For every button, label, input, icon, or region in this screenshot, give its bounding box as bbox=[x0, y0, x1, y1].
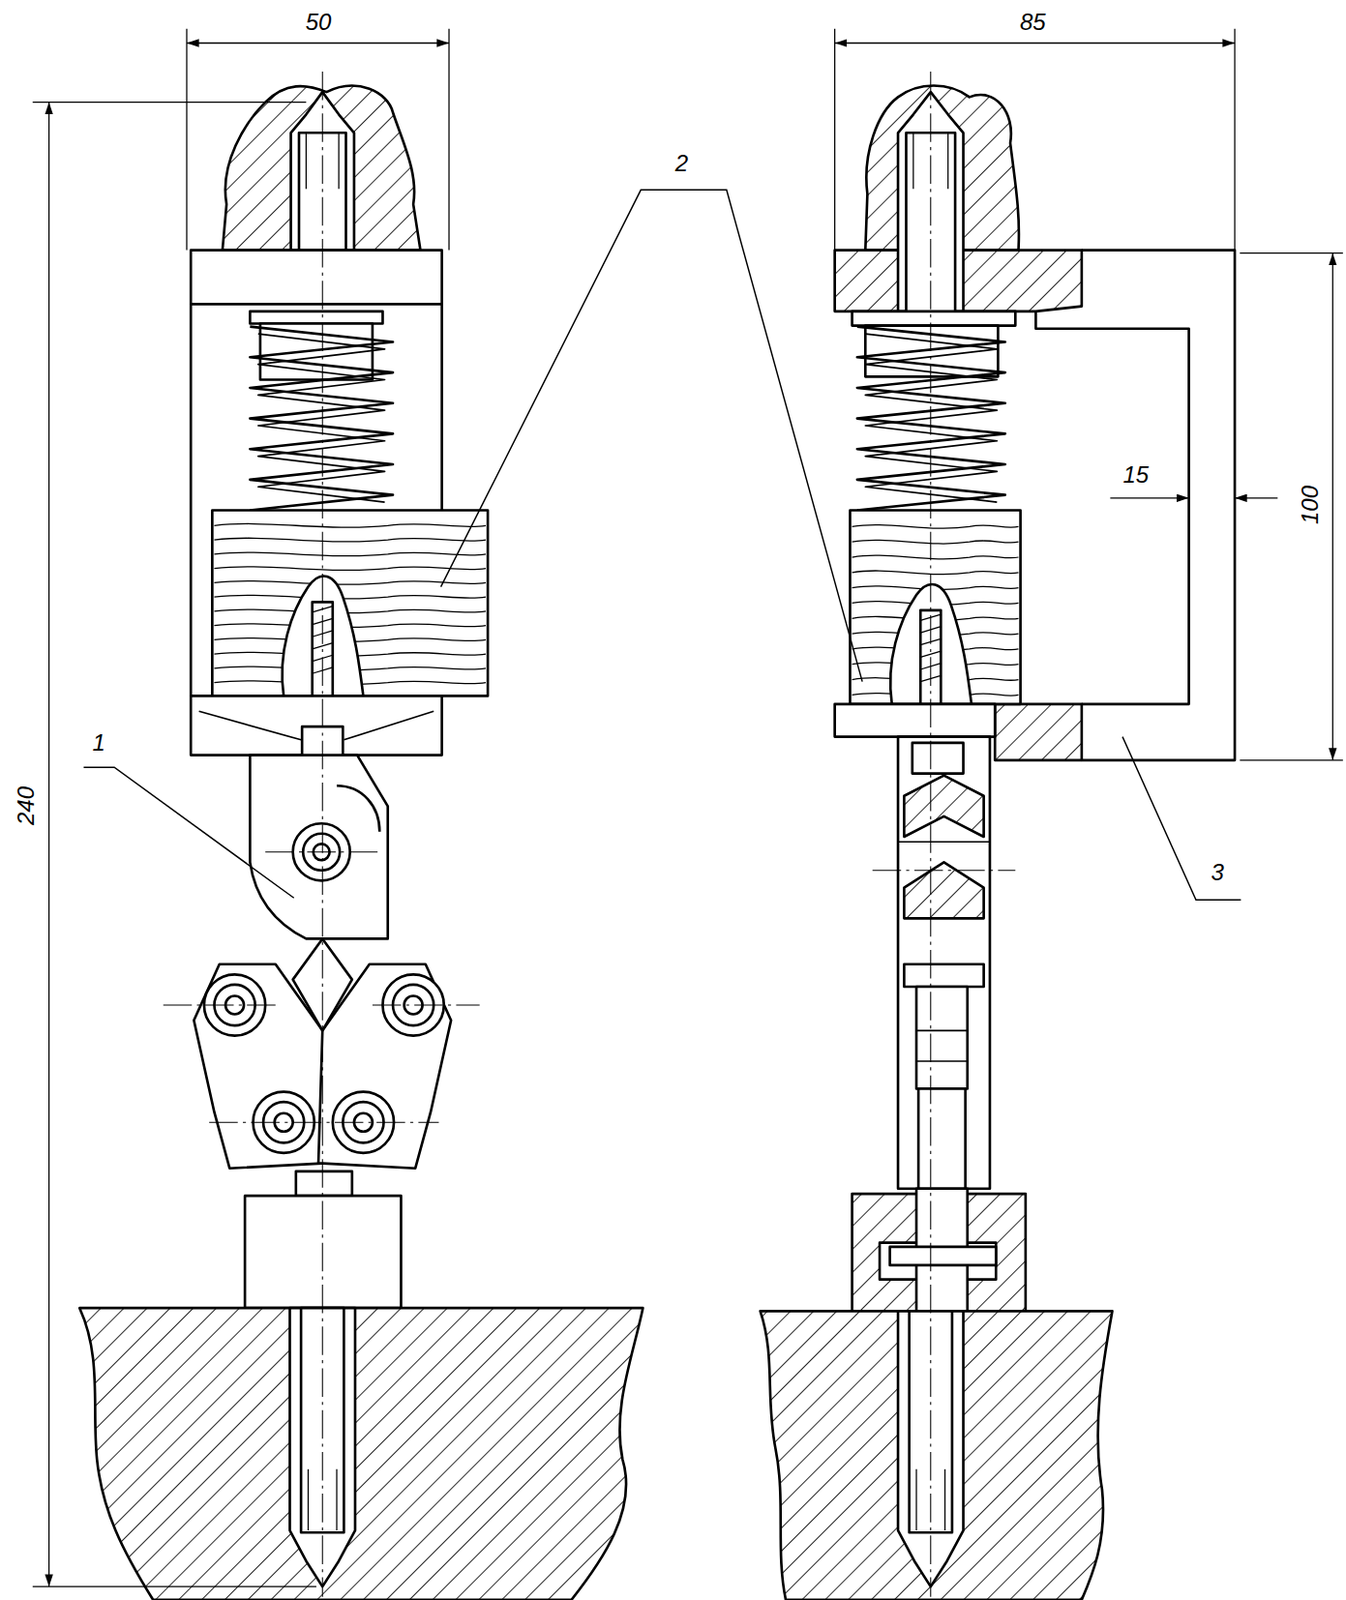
wood-block bbox=[849, 509, 1020, 704]
leader-lines bbox=[441, 189, 864, 682]
center-lines bbox=[929, 71, 931, 1598]
base-plate bbox=[835, 704, 996, 738]
right-view bbox=[897, 840, 990, 843]
wood-grain bbox=[213, 523, 486, 528]
shaft bbox=[918, 1088, 966, 1189]
left-view bbox=[337, 132, 339, 189]
wood-grain bbox=[852, 525, 1019, 530]
clamp-slot bbox=[336, 785, 380, 832]
wood-grain bbox=[213, 567, 486, 571]
top-plate bbox=[190, 250, 442, 305]
bottom-arm-section bbox=[994, 704, 1082, 761]
right-view bbox=[760, 86, 1235, 1600]
neck bbox=[296, 1171, 353, 1197]
wood-block bbox=[211, 509, 488, 696]
dimension-lines bbox=[1234, 497, 1278, 499]
right-view bbox=[912, 132, 914, 189]
wood-grain bbox=[852, 555, 1019, 560]
shaft-head bbox=[890, 1247, 997, 1266]
right-view bbox=[916, 1029, 968, 1032]
right-view bbox=[915, 1469, 917, 1531]
right-view bbox=[947, 132, 949, 189]
pin-side bbox=[903, 964, 984, 988]
dimension-lines bbox=[448, 29, 449, 251]
dimension-lines bbox=[1109, 497, 1189, 499]
callout-number: 2 bbox=[675, 151, 688, 176]
dimension-lines bbox=[1239, 252, 1344, 254]
leader-lines bbox=[83, 189, 1241, 900]
dimension-label: 85 bbox=[1019, 10, 1047, 34]
dimension-label: 240 bbox=[14, 786, 38, 826]
clamp-side bbox=[897, 737, 990, 1190]
left-view bbox=[199, 711, 301, 741]
left-view bbox=[305, 132, 307, 189]
upper-body-section bbox=[222, 86, 421, 251]
dimension-lines bbox=[834, 29, 836, 251]
wood-grain bbox=[213, 581, 486, 586]
clamp-body bbox=[249, 755, 388, 940]
center-lines bbox=[872, 869, 1017, 871]
screw-head bbox=[912, 743, 964, 775]
right-view bbox=[916, 1060, 968, 1063]
center-lines bbox=[163, 1004, 276, 1006]
dimension-label: 100 bbox=[1298, 485, 1322, 525]
link-section bbox=[903, 776, 984, 838]
dimension-lines bbox=[48, 102, 50, 1587]
dimension-lines bbox=[835, 42, 1235, 44]
dimension-lines bbox=[32, 29, 1344, 1587]
dimension-lines bbox=[32, 101, 307, 103]
wood-grain bbox=[213, 595, 486, 599]
left-view bbox=[335, 1469, 337, 1531]
bracket bbox=[1081, 250, 1235, 761]
dimension-lines bbox=[186, 42, 449, 44]
dimension-lines bbox=[185, 29, 187, 251]
left-view bbox=[307, 1469, 309, 1531]
wood-grain bbox=[213, 538, 486, 542]
callout-number: 3 bbox=[1210, 861, 1224, 885]
center-lines bbox=[372, 1004, 480, 1006]
spring bbox=[249, 327, 393, 511]
left-view bbox=[79, 86, 643, 1600]
wood-grain bbox=[213, 552, 486, 557]
bracket bbox=[1035, 311, 1189, 705]
dimension-lines bbox=[1233, 29, 1235, 251]
leader-lines bbox=[1122, 737, 1241, 901]
link-side bbox=[916, 987, 968, 1089]
break-out bbox=[890, 584, 972, 705]
wood-grain bbox=[852, 570, 1019, 575]
dimension-lines bbox=[32, 1585, 317, 1587]
lower-body-section bbox=[760, 1311, 1113, 1600]
left-view bbox=[343, 711, 434, 741]
leader-lines bbox=[83, 767, 294, 898]
callout-number: 1 bbox=[92, 731, 106, 755]
center-lines bbox=[265, 851, 378, 853]
dimension-lines bbox=[1332, 253, 1334, 761]
lower-body-section bbox=[79, 1308, 643, 1600]
wood-grain bbox=[213, 609, 486, 614]
center-lines bbox=[322, 71, 324, 1598]
spring-seat bbox=[249, 311, 383, 325]
spring bbox=[258, 333, 386, 503]
dimension-label: 15 bbox=[1122, 463, 1149, 487]
spring-seat bbox=[852, 311, 1017, 327]
center-lines bbox=[163, 71, 1017, 1598]
dimension-lines bbox=[1239, 759, 1344, 761]
wood-grain bbox=[852, 539, 1019, 544]
center-lines bbox=[209, 1122, 439, 1124]
dimension-label: 50 bbox=[305, 10, 332, 34]
right-view bbox=[944, 1469, 946, 1531]
